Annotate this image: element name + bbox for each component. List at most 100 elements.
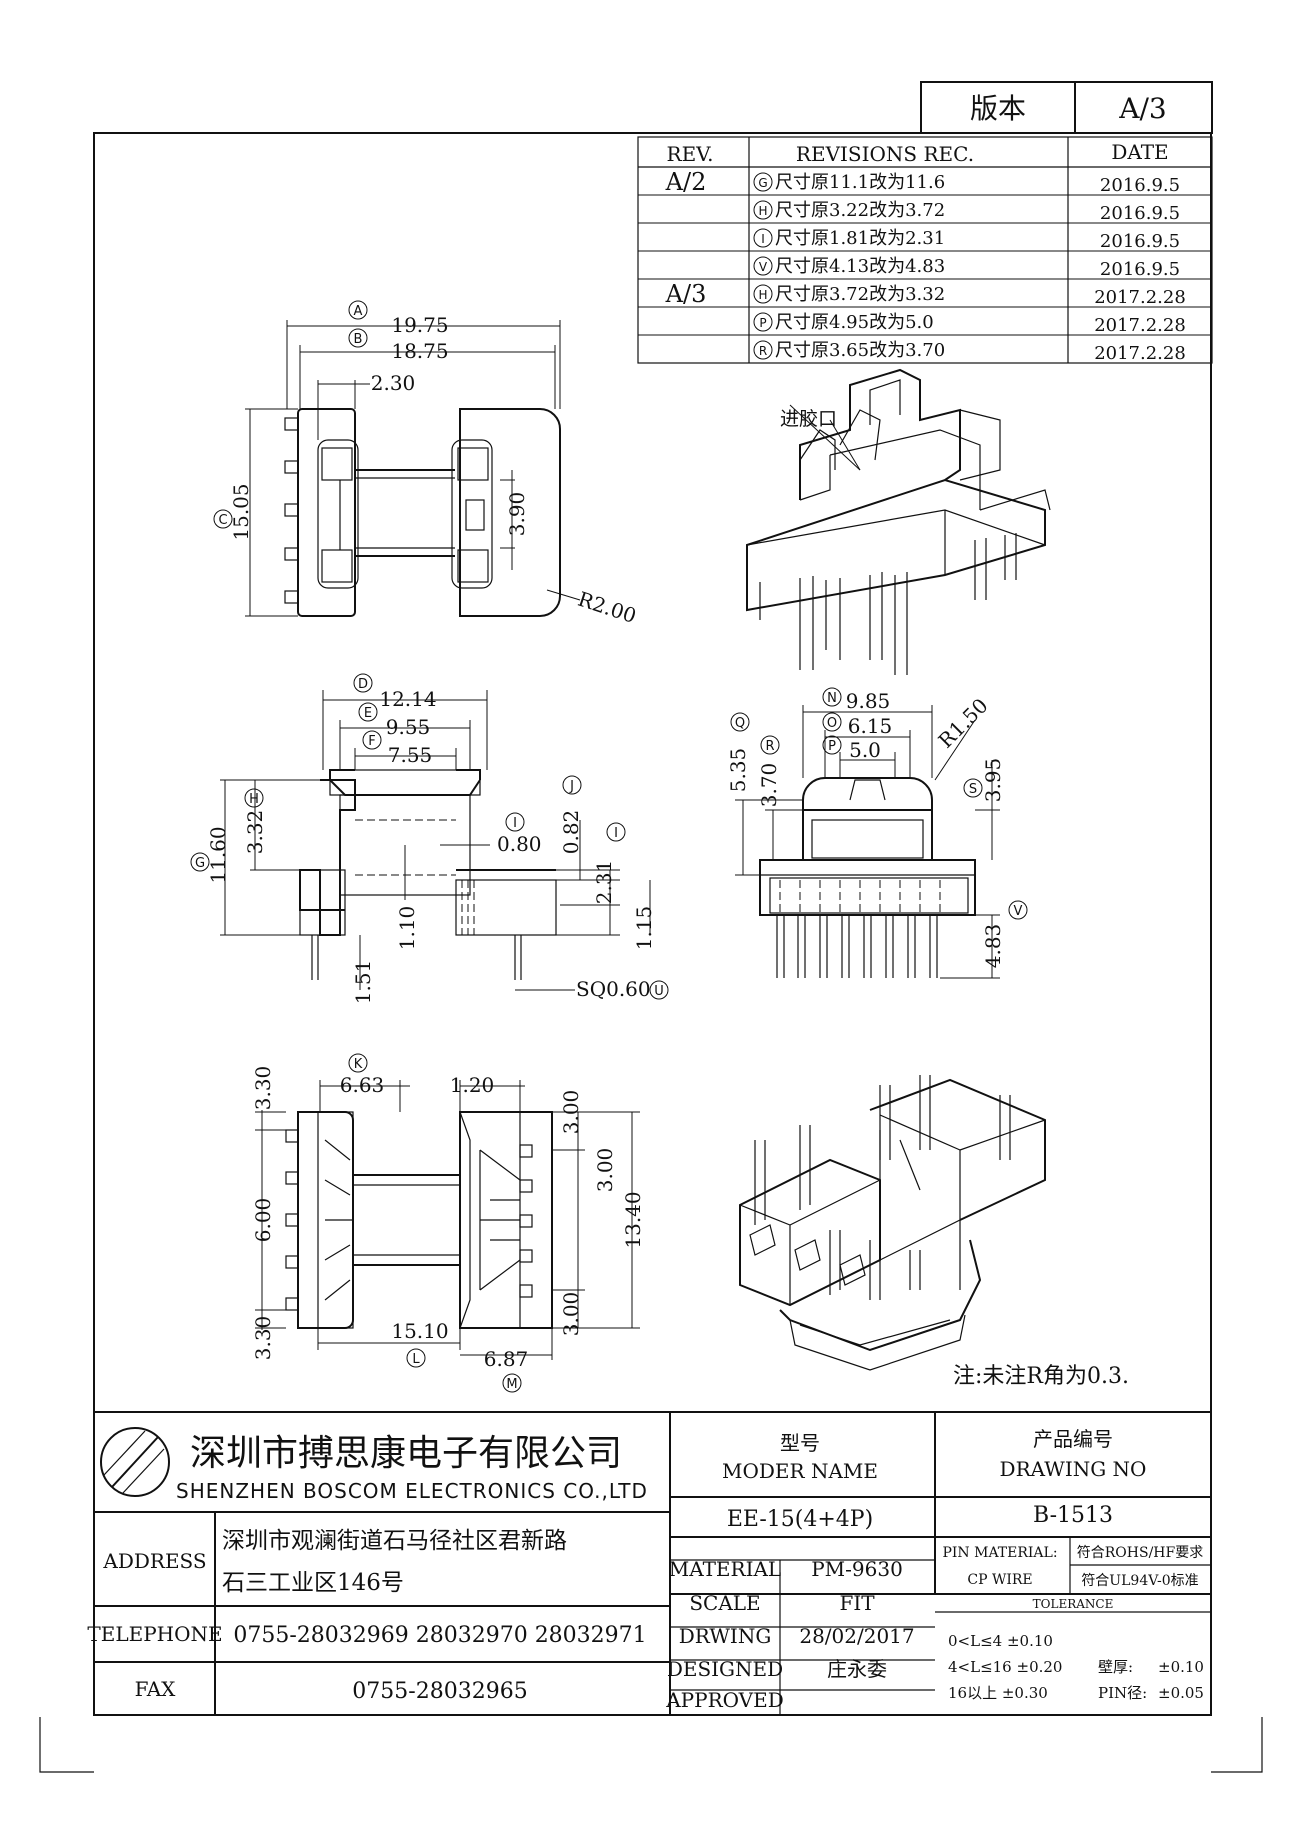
revision-mark: I	[761, 232, 765, 246]
dim-3-30-bottom: 3.30	[251, 1316, 275, 1361]
radius-r2-00: R2.00	[575, 587, 639, 628]
dim-6-87: 6.87	[484, 1347, 529, 1371]
version-label: 版本	[970, 92, 1026, 125]
revision-callout-icon	[753, 256, 773, 276]
revision-date: 2016.9.5	[1100, 175, 1180, 196]
telephone-label: TELEPHONE	[87, 1622, 222, 1646]
dim-sq0-60: SQ0.60	[576, 977, 651, 1001]
dim-9-85: 9.85	[846, 689, 891, 713]
telephone-value: 0755-28032969 28032970 28032971	[233, 1623, 646, 1648]
svg-text:F: F	[368, 734, 375, 749]
drwing-value: 28/02/2017	[799, 1624, 914, 1648]
pin-diameter-value: ±0.05	[1158, 1684, 1204, 1702]
svg-text:E: E	[364, 706, 372, 721]
revision-mark: V	[759, 260, 768, 274]
revision-text: 尺寸原3.65改为3.70	[775, 340, 945, 361]
tolerance-row-1: 0<L≤4 ±0.10	[948, 1632, 1053, 1650]
svg-text:M: M	[506, 1377, 517, 1392]
revision-callout-icon	[753, 228, 773, 248]
drwing-label: DRWING	[679, 1624, 772, 1648]
dim-2-31: 2.31	[592, 860, 616, 905]
rev-header-rec: REVISIONS REC.	[796, 142, 974, 166]
rev-header-rev: REV.	[667, 142, 714, 166]
svg-text:R: R	[765, 739, 774, 754]
revision-date: 2016.9.5	[1100, 231, 1180, 252]
svg-text:S: S	[969, 782, 977, 797]
scale-label: SCALE	[689, 1591, 760, 1615]
callout-u	[649, 980, 669, 1000]
cp-wire-label: CP WIRE	[967, 1572, 1032, 1588]
company-logo	[100, 1427, 170, 1497]
svg-text:P: P	[828, 739, 836, 754]
svg-text:C: C	[218, 513, 227, 528]
svg-text:N: N	[827, 691, 837, 706]
callout-f	[362, 730, 382, 750]
dim-3-95: 3.95	[981, 758, 1005, 803]
drawing-frame	[93, 132, 1212, 1716]
drawing-no-label-en: DRAWING NO	[1000, 1457, 1147, 1481]
dim-5-35: 5.35	[726, 748, 750, 793]
wall-thickness-value: ±0.10	[1158, 1658, 1204, 1676]
svg-text:I: I	[513, 816, 517, 831]
radius-r1-50: R1.50	[933, 693, 992, 752]
dim-3-30-top: 3.30	[251, 1066, 275, 1111]
svg-text:B: B	[354, 332, 363, 347]
revision-mark: G	[758, 176, 767, 190]
callout-r	[760, 735, 780, 755]
callout-i-1	[505, 812, 525, 832]
callout-a	[348, 300, 368, 320]
svg-text:U: U	[654, 984, 664, 999]
model-value: EE-15(4+4P)	[727, 1507, 873, 1532]
side-view	[220, 690, 651, 991]
revisions-table: REV. REVISIONS REC. DATE	[637, 136, 1213, 364]
designed-label: DESIGNED	[667, 1657, 783, 1681]
approved-label: APPROVED	[665, 1688, 784, 1712]
svg-text:L: L	[412, 1352, 420, 1367]
revision-date: 2017.2.28	[1094, 287, 1186, 308]
callout-e	[358, 702, 378, 722]
callout-i-2	[606, 822, 626, 842]
company-name-en: SHENZHEN BOSCOM ELECTRONICS CO.,LTD	[176, 1479, 648, 1503]
revision-callout-icon	[753, 200, 773, 220]
dim-3-00-bottom: 3.00	[559, 1292, 583, 1337]
callout-h	[244, 788, 264, 808]
dim-0-82: 0.82	[559, 810, 583, 855]
dim-3-32: 3.32	[243, 810, 267, 855]
callout-j	[562, 775, 582, 795]
dim-1-15: 1.15	[632, 906, 656, 951]
pin-material-label: PIN MATERIAL:	[942, 1545, 1057, 1561]
dim-15-10: 15.10	[391, 1319, 448, 1343]
company-name-cn: 深圳市搏思康电子有限公司	[190, 1433, 622, 1474]
revision-mark: R	[759, 344, 767, 358]
dim-6-15: 6.15	[848, 714, 893, 738]
svg-text:H: H	[249, 792, 259, 807]
title-block	[94, 1411, 1211, 1715]
svg-text:D: D	[358, 677, 368, 692]
dim-7-55: 7.55	[388, 743, 433, 767]
revision-text: 尺寸原4.13改为4.83	[775, 256, 945, 277]
revision-callout-icon	[753, 172, 773, 192]
callout-m	[502, 1373, 522, 1393]
svg-text:O: O	[827, 716, 837, 731]
revision-text: 尺寸原3.22改为3.72	[775, 200, 945, 221]
callout-q	[730, 712, 750, 732]
scale-value: FIT	[839, 1591, 875, 1615]
revision-mark: H	[758, 288, 767, 302]
revision-date: 2017.2.28	[1094, 343, 1186, 364]
tolerance-label: TOLERANCE	[1033, 1597, 1114, 1611]
model-label-cn: 型号	[780, 1431, 820, 1455]
title-block-text: 深圳市搏思康电子有限公司 SHENZHEN BOSCOM ELECTRONICS…	[87, 1427, 1204, 1712]
fax-label: FAX	[135, 1677, 177, 1701]
model-label-en: MODER NAME	[722, 1459, 878, 1483]
revision-text: 尺寸原1.81改为2.31	[775, 228, 945, 249]
dim-15-05: 15.05	[229, 483, 253, 540]
dim-5-0: 5.0	[849, 738, 881, 762]
revision-callout-icon	[753, 340, 773, 360]
rohs-text: 符合ROHS/HF要求	[1077, 1545, 1203, 1561]
top-view	[245, 320, 581, 617]
callout-l	[406, 1348, 426, 1368]
callout-c	[213, 509, 233, 529]
wall-thickness-label: 壁厚:	[1098, 1658, 1133, 1676]
